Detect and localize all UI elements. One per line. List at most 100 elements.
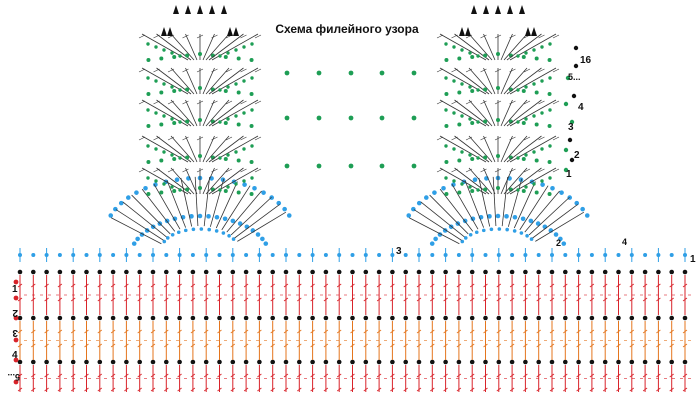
mesh-dot xyxy=(642,269,648,275)
stitch-tick xyxy=(243,329,249,334)
link-chain-dot xyxy=(242,179,246,183)
arc-chain-dot xyxy=(487,214,492,219)
shell-chain-dot xyxy=(496,118,500,122)
link-chain-dot xyxy=(234,48,238,52)
link-chain-dot xyxy=(218,88,222,92)
stitch-tick xyxy=(538,34,545,39)
mesh-dot xyxy=(70,359,76,365)
mesh-dot xyxy=(403,315,409,321)
mesh-dot xyxy=(230,315,236,321)
stitch-tick xyxy=(350,343,355,348)
stitch-tick xyxy=(436,68,444,73)
inner-arc-dot xyxy=(162,239,167,244)
mesh-dot xyxy=(310,359,315,365)
stitch-tick xyxy=(416,387,422,392)
shell-chain-dot xyxy=(159,190,164,195)
stitch-tick xyxy=(363,283,369,288)
radiating-stitch xyxy=(507,178,523,227)
arc-chain-dot xyxy=(222,216,228,222)
stitch-tick xyxy=(257,329,262,334)
stitch-tick xyxy=(323,297,329,302)
mesh-dot xyxy=(297,269,302,275)
mesh-dot xyxy=(509,359,515,365)
stitch-tick xyxy=(390,387,395,392)
stitch-tick xyxy=(669,283,674,288)
stitch-tick xyxy=(436,100,444,105)
base-row-number-2: 2 xyxy=(12,307,18,318)
filet-mesh-dot xyxy=(316,70,322,76)
stitch-tick xyxy=(336,329,342,334)
shell-chain-dot xyxy=(223,55,228,59)
stitch-tick xyxy=(31,329,36,334)
shell-chain-dot xyxy=(172,55,177,59)
link-chain-dot xyxy=(444,42,448,46)
link-chain-dot xyxy=(242,147,246,151)
stitch-tick xyxy=(576,283,581,288)
link-chain-dot xyxy=(460,82,464,86)
stitch-tick xyxy=(138,100,146,105)
shell-stitch xyxy=(185,99,198,127)
stitch-tick xyxy=(240,34,247,39)
mesh-dot xyxy=(669,315,674,321)
arc-chain-dot xyxy=(584,213,590,218)
stitch-tick xyxy=(376,283,382,288)
mesh-dot xyxy=(230,359,236,365)
chain-stitch-dot xyxy=(510,253,515,257)
shell-stitch xyxy=(170,167,195,195)
picot-tip xyxy=(459,27,465,36)
stitch-tick xyxy=(137,387,142,392)
shell-stitch xyxy=(208,33,244,61)
mesh-dot xyxy=(403,359,409,365)
stitch-tick xyxy=(576,343,581,348)
stitch-tick xyxy=(57,373,63,378)
link-chain-dot xyxy=(242,45,246,49)
stitch-tick xyxy=(656,297,661,302)
stitch-tick xyxy=(230,329,236,334)
stitch-tick xyxy=(225,100,233,105)
shell-chain-dot xyxy=(198,118,202,122)
radiating-stitch xyxy=(420,201,465,238)
mesh-dot xyxy=(110,315,116,321)
chain-stitch-dot xyxy=(164,253,169,257)
stitch-tick xyxy=(97,373,103,378)
shell-chain-dot xyxy=(249,160,254,164)
stitch-tick xyxy=(669,343,674,348)
mesh-dot xyxy=(376,269,382,275)
shell-chain-dot xyxy=(521,157,526,161)
mesh-dot xyxy=(17,269,23,275)
stitch-tick xyxy=(124,283,129,288)
stitch-tick xyxy=(283,297,289,302)
stitch-tick xyxy=(310,297,315,302)
picot-tip xyxy=(167,27,173,36)
chain-stitch-dot xyxy=(270,253,275,257)
shell-chain-dot xyxy=(534,90,539,95)
mesh-dot xyxy=(549,269,555,275)
stitch-tick xyxy=(124,343,129,348)
shell-stitch xyxy=(506,135,542,163)
mesh-dot xyxy=(616,269,621,275)
shell-chain-dot xyxy=(444,192,449,196)
stitch-tick xyxy=(589,373,595,378)
stitch-tick xyxy=(563,343,568,348)
stitch-tick xyxy=(243,343,249,348)
mesh-dot xyxy=(283,315,289,321)
arc-chain-dot xyxy=(263,241,269,246)
stitch-tick xyxy=(509,283,515,288)
stitch-tick xyxy=(137,283,142,288)
stitch-tick xyxy=(496,283,502,288)
stitch-tick xyxy=(57,343,63,348)
inner-arc-dot xyxy=(207,227,211,232)
edge-label-3: 3 xyxy=(396,246,402,257)
mesh-dot xyxy=(509,315,515,321)
stitch-tick xyxy=(629,329,635,334)
stitch-tick xyxy=(642,387,648,392)
row-edge-dot xyxy=(567,137,573,143)
mesh-dot xyxy=(656,269,661,275)
filet-mesh-dot xyxy=(411,115,417,121)
link-chain-dot xyxy=(468,185,472,189)
radiating-stitch xyxy=(110,217,162,245)
mesh-dot xyxy=(416,359,422,365)
link-chain-dot xyxy=(162,114,166,118)
link-chain-dot xyxy=(524,153,528,157)
picot-tip xyxy=(507,5,513,14)
